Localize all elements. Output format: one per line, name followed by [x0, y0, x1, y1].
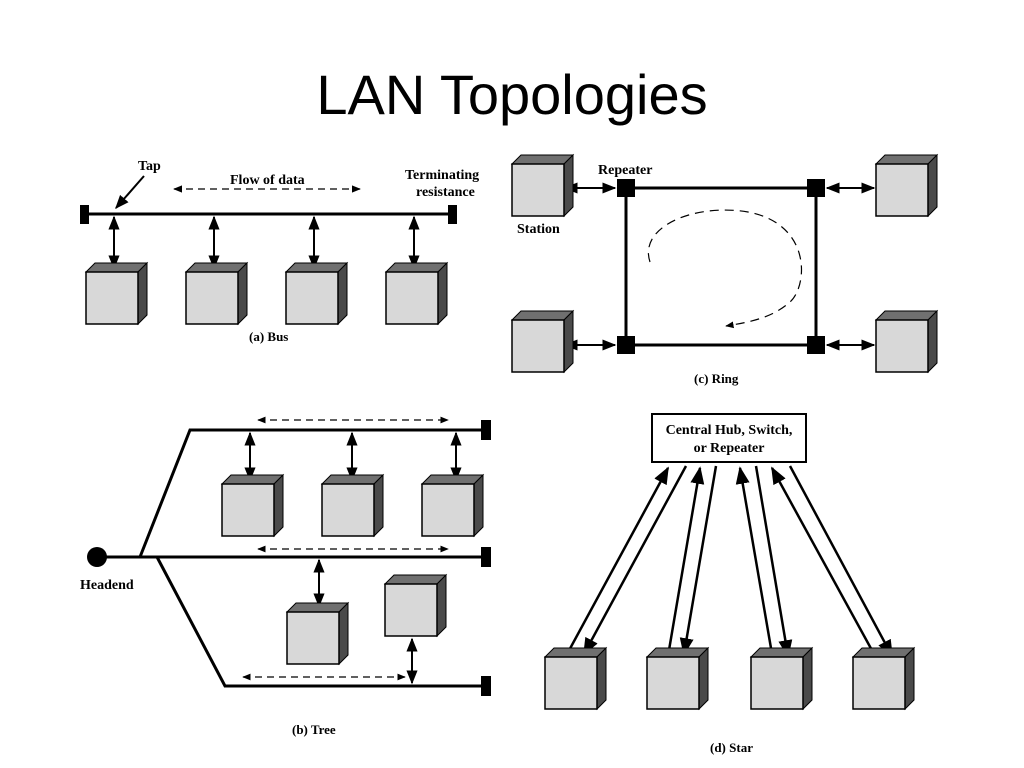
- star-link-arrow: [788, 465, 894, 658]
- tree-station-2: [320, 473, 385, 538]
- ring-station-label: Station: [517, 222, 560, 237]
- tree-headend-label: Headend: [80, 578, 134, 593]
- star-station-3: [749, 646, 814, 711]
- tree-terminator-bottom: [481, 676, 491, 696]
- star-station-1: [543, 646, 608, 711]
- star-link-arrow: [754, 465, 793, 658]
- ring-station-3: [510, 309, 575, 374]
- star-link-arrow: [666, 466, 705, 657]
- tree-terminator-mid: [481, 547, 491, 567]
- tree-station-4: [285, 601, 350, 666]
- star-hub: [651, 413, 807, 463]
- ring-cable: [624, 186, 818, 347]
- ring-repeater-label: Repeater: [598, 163, 652, 178]
- tree-terminator-top: [481, 420, 491, 440]
- tree-station-5: [383, 573, 448, 638]
- star-link-arrow: [679, 465, 718, 656]
- star-station-2: [645, 646, 710, 711]
- bus-caption: (a) Bus: [249, 329, 288, 344]
- ring-repeater-tl: [617, 179, 635, 197]
- bus-terminating-label: Terminating: [405, 168, 479, 183]
- ring-station-2: [874, 153, 939, 218]
- star-hub-label-2: or Repeater: [694, 441, 765, 456]
- star-link-arrow: [770, 466, 876, 655]
- star-hub-label: Central Hub, Switch,: [666, 423, 793, 438]
- star-station-4: [851, 646, 916, 711]
- tree-topology: Headend (b) Tree: [80, 416, 491, 737]
- ring-flow-arrow: [647, 209, 803, 329]
- bus-topology: Flow of data Tap Terminating resistance …: [80, 159, 479, 344]
- star-link-arrow: [582, 465, 688, 656]
- tree-station-3: [420, 473, 485, 538]
- bus-station-4: [384, 261, 449, 326]
- bus-station-3: [284, 261, 349, 326]
- tree-station-1: [220, 473, 285, 538]
- star-caption: (d) Star: [710, 740, 753, 755]
- bus-station-2: [184, 261, 249, 326]
- bus-terminating-label-2: resistance: [416, 185, 475, 200]
- bus-tap-label: Tap: [138, 159, 161, 174]
- ring-repeater-br: [807, 336, 825, 354]
- bus-station-1: [84, 261, 149, 326]
- ring-station-4: [874, 309, 939, 374]
- bus-terminator-left: [80, 205, 89, 224]
- ring-caption: (c) Ring: [694, 371, 739, 386]
- star-topology: Central Hub, Switch, or Repeater (d) Sta…: [543, 413, 916, 755]
- bus-terminator-right: [448, 205, 457, 224]
- bus-tap-pointer: [115, 175, 145, 210]
- star-link-arrow: [735, 466, 774, 655]
- ring-station-1: [510, 153, 575, 218]
- tree-upper-branch: [138, 428, 488, 558]
- ring-repeater-tr: [807, 179, 825, 197]
- star-link-arrow: [564, 466, 670, 657]
- tree-lower-branch: [155, 556, 488, 688]
- page-title: LAN Topologies: [316, 63, 708, 126]
- ring-repeater-bl: [617, 336, 635, 354]
- ring-topology: Repeater Station (c) Ring: [510, 153, 939, 386]
- bus-flow-label: Flow of data: [230, 173, 305, 188]
- tree-caption: (b) Tree: [292, 722, 336, 737]
